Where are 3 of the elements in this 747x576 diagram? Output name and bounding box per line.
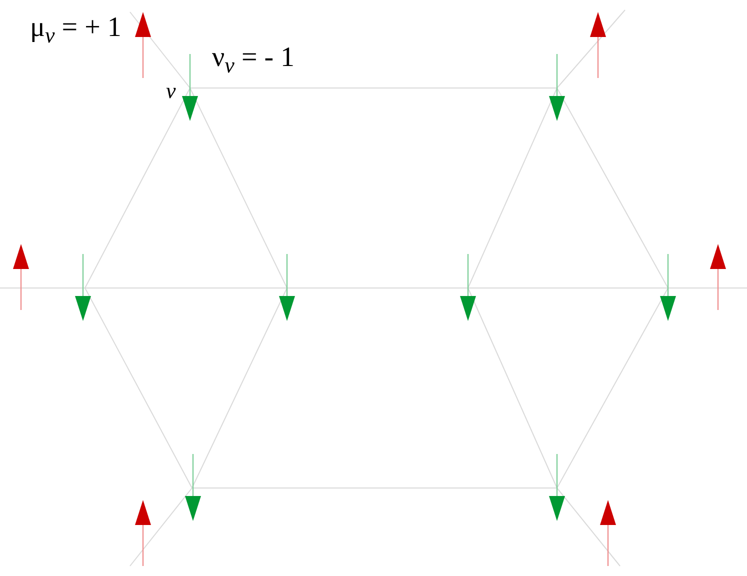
equation-label: ν$_{ν}$ = - 1: [212, 44, 295, 77]
vertex-label: ν: [166, 80, 176, 102]
equation-label: μ$_{ν}$ = + 1: [30, 14, 122, 47]
